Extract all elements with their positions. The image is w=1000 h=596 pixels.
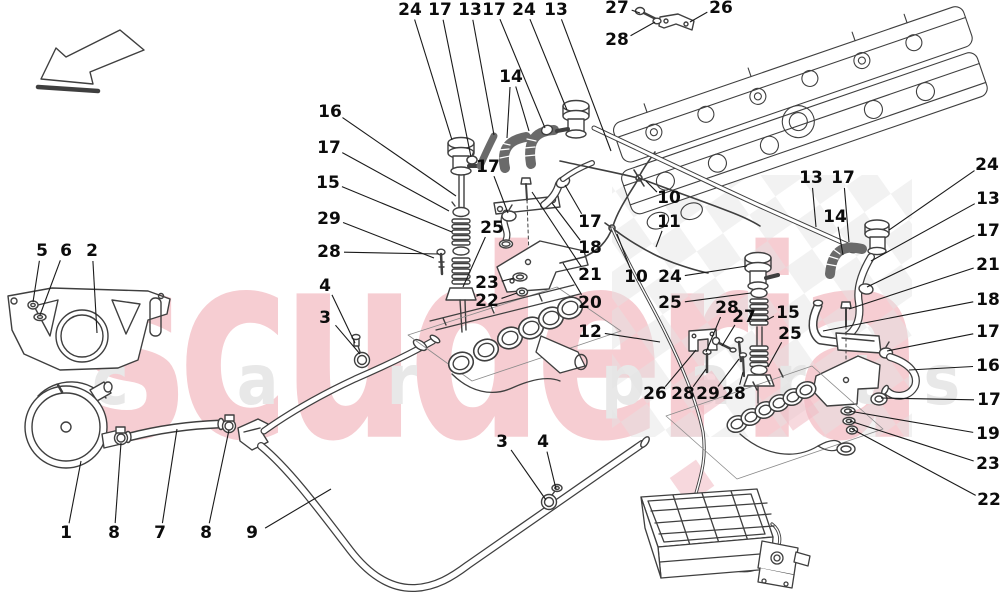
leader-line: [414, 19, 453, 141]
leader-line: [546, 451, 557, 490]
leader-line: [616, 233, 631, 269]
leader-line: [689, 11, 708, 23]
leader-line: [908, 365, 974, 371]
pump-bracket-2: [7, 287, 171, 371]
leader-line: [114, 442, 122, 524]
air-valve-top-24: [540, 99, 590, 139]
leader-line: [888, 170, 975, 231]
ribbed-hose-14-right: [825, 242, 867, 279]
fitting-block-right: [808, 299, 920, 406]
pipes-10-11: [559, 151, 761, 274]
leader-line: [551, 202, 581, 241]
leader-line: [515, 86, 530, 132]
leader-line: [501, 277, 515, 282]
leader-line: [848, 410, 974, 433]
direction-arrow-icon: [35, 29, 145, 94]
exhaust-manifold-right: [665, 365, 884, 480]
leader-line: [822, 301, 974, 332]
leader-line: [529, 18, 568, 111]
pipe-cluster-center: [493, 160, 595, 261]
leader-line: [631, 9, 641, 14]
leader-line: [837, 226, 844, 256]
leader-line: [880, 397, 975, 401]
leader-line: [655, 230, 663, 248]
leader-line: [161, 428, 178, 524]
leader-line: [843, 187, 850, 243]
leader-line: [849, 420, 974, 462]
leader-line: [866, 234, 975, 288]
leader-line: [848, 267, 974, 310]
leader-line: [208, 429, 230, 524]
leader-line: [767, 342, 783, 368]
leader-line: [39, 260, 61, 316]
solenoid-valve: [757, 540, 811, 589]
leader-line: [499, 18, 546, 129]
leader-line: [764, 315, 775, 322]
ribbed-hose-14-right-ticks: [825, 248, 841, 267]
heat-shield-center-20: [496, 240, 589, 297]
leader-line: [506, 86, 511, 139]
main-hose-9: [257, 436, 650, 593]
leader-line: [562, 262, 583, 295]
heat-shield-right-20: [812, 355, 881, 435]
leader-line: [811, 187, 817, 228]
bellows-center-15-25: [445, 174, 477, 333]
leader-line: [664, 349, 697, 388]
leader-line: [501, 292, 518, 299]
engine-assembly: [613, 6, 988, 230]
leader-line: [335, 324, 361, 355]
leader-line: [343, 251, 440, 255]
leader-line: [645, 180, 658, 193]
leader-line: [264, 488, 332, 529]
leader-line: [442, 19, 472, 158]
leader-line: [68, 460, 82, 524]
leader-lines: [32, 9, 976, 529]
leader-line: [560, 19, 612, 152]
leader-line: [705, 316, 722, 353]
leader-line: [341, 186, 453, 233]
air-valve-right-24: [744, 251, 780, 291]
leader-line: [342, 117, 457, 197]
airbox: [640, 488, 775, 579]
leader-line: [331, 294, 356, 344]
leader-line: [630, 21, 656, 37]
leader-line: [721, 324, 736, 347]
leader-line: [510, 449, 547, 501]
leader-line: [92, 260, 98, 334]
leader-line: [870, 203, 976, 262]
clamp-17-center-nipple: [466, 150, 478, 165]
leader-line: [851, 428, 976, 496]
leader-line: [886, 333, 974, 352]
branch-tube: [260, 333, 441, 435]
bracket-26-right: [688, 328, 748, 378]
ribbed-hose-ticks: [498, 138, 537, 159]
leader-line: [684, 292, 752, 303]
top-bracket-26: [634, 6, 695, 31]
leader-line: [684, 265, 748, 277]
air-valve-far-right-24: [843, 219, 890, 340]
leader-line: [32, 260, 40, 303]
leader-line: [462, 236, 486, 288]
leader-line: [739, 371, 744, 385]
leader-line: [717, 358, 740, 387]
leader-line: [342, 221, 435, 259]
exhaust-manifold-center: [407, 284, 622, 394]
screw-28-29-center: [436, 248, 446, 276]
leader-line: [564, 184, 583, 214]
leader-line: [531, 191, 582, 268]
leader-line: [493, 175, 509, 214]
leader-line: [342, 152, 450, 212]
leader-line: [472, 19, 495, 136]
ribbed-hoses-13-14: [476, 125, 559, 173]
hose-7-and-clamps-8: [113, 414, 269, 451]
air-pump-1: [24, 381, 122, 469]
leader-line: [692, 368, 707, 387]
leader-line: [604, 332, 661, 343]
